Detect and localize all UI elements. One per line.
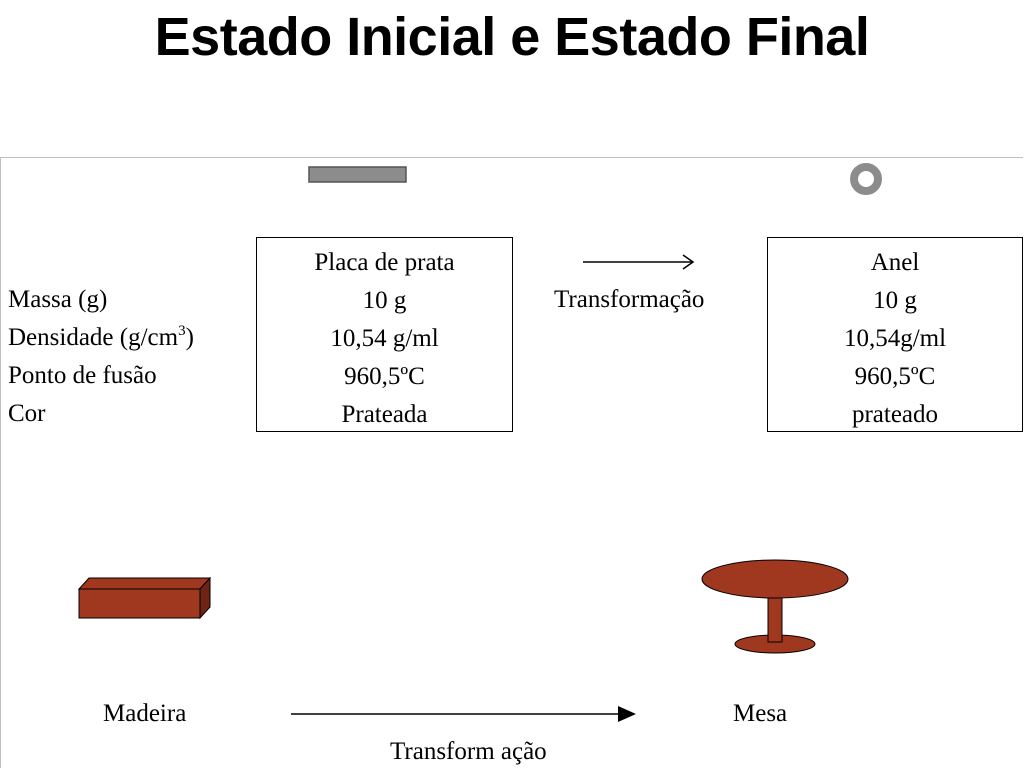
transformation-arrow-bottom — [291, 706, 636, 722]
final-name: Anel — [870, 249, 920, 276]
final-density: 10,54g/ml — [843, 325, 947, 352]
label-melting-point: Ponto de fusão — [8, 362, 157, 389]
label-color: Cor — [8, 400, 46, 427]
label-density: Densidade (g/cm3) — [8, 319, 194, 357]
page-title: Estado Inicial e Estado Final — [154, 7, 870, 67]
final-state-box: Anel 10 g 10,54g/ml 960,5ºC prateado — [767, 237, 1023, 432]
label-density-sup: 3 — [178, 323, 186, 339]
final-color: prateado — [851, 401, 939, 428]
final-mass: 10 g — [873, 287, 917, 314]
transformation-arrow-top — [583, 254, 695, 270]
property-labels: Massa (g) Densidade (g/cm3) Ponto de fus… — [8, 281, 194, 433]
initial-density: 10,54 g/ml — [330, 325, 439, 352]
transformation-label-top: Transformação — [554, 286, 705, 313]
initial-melting-point: 960,5ºC — [344, 363, 425, 390]
initial-name: Placa de prata — [314, 249, 455, 276]
table-label: Mesa — [733, 700, 788, 727]
diagram-frame — [0, 157, 1023, 768]
wood-block-icon — [77, 576, 212, 620]
table-icon — [701, 559, 849, 654]
ring-icon — [850, 163, 882, 195]
label-mass: Massa (g) — [8, 286, 108, 313]
initial-state-box: Placa de prata 10 g 10,54 g/ml 960,5ºC P… — [256, 237, 513, 432]
initial-mass: 10 g — [362, 287, 407, 314]
wood-label: Madeira — [103, 700, 187, 727]
initial-color: Prateada — [341, 401, 428, 428]
label-density-end: ) — [185, 324, 194, 351]
silver-plate-icon — [308, 166, 407, 183]
transformation-label-bottom: Transform ação — [390, 738, 547, 765]
final-melting-point: 960,5ºC — [854, 363, 936, 390]
label-density-text: Densidade (g/cm — [8, 324, 179, 351]
